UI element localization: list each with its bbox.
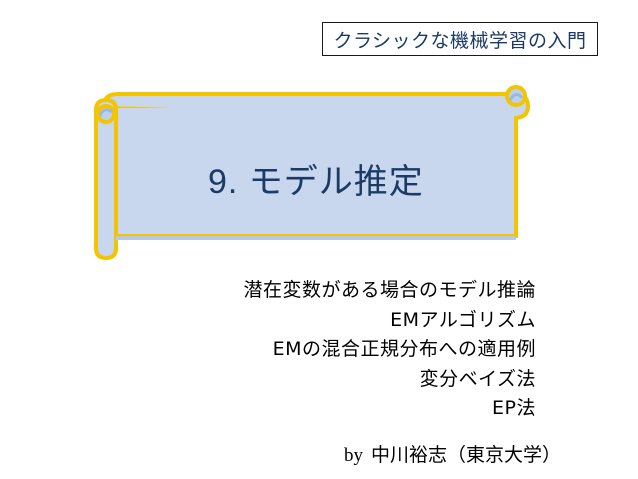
scroll-left-roll — [94, 97, 118, 261]
series-label-box: クラシックな機械学習の入門 — [322, 22, 598, 56]
topic-item: EMの混合正規分布への適用例 — [272, 338, 536, 360]
author-prefix: by — [344, 445, 363, 466]
scroll-bottom-fold — [116, 236, 516, 240]
slide-title: 9. モデル推定 — [208, 163, 424, 201]
topic-item: EMアルゴリズム — [390, 308, 536, 331]
topic-item: EP法 — [492, 397, 536, 419]
series-label: クラシックな機械学習の入門 — [333, 29, 587, 52]
topic-list: 潜在変数がある場合のモデル推論 EMアルゴリズム EMの混合正規分布への適用例 … — [220, 276, 536, 424]
author-name: 中川裕志（東京大学） — [371, 444, 562, 466]
author-line: by 中川裕志（東京大学） — [344, 440, 561, 467]
title-scroll-banner — [94, 85, 531, 261]
topic-item: 潜在変数がある場合のモデル推論 — [243, 279, 536, 301]
topic-item: 変分ベイズ法 — [419, 367, 536, 390]
